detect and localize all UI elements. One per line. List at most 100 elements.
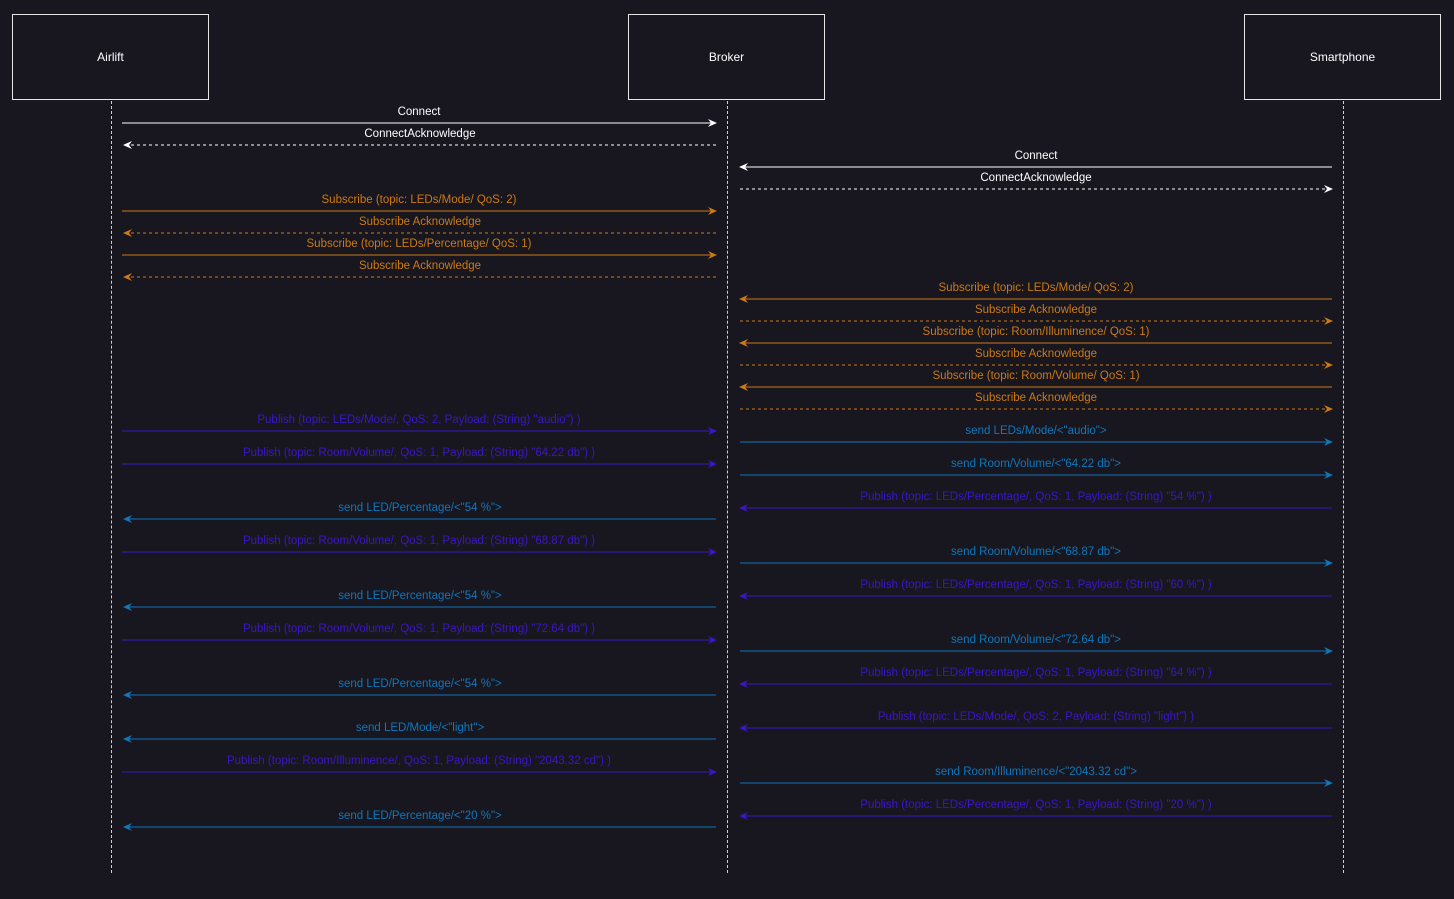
arrowhead-icon (739, 724, 748, 732)
message-label: Subscribe (topic: LEDs/Mode/ QoS: 2) (322, 194, 517, 206)
message-label: send LED/Mode/<"light"> (356, 722, 485, 734)
message-label: Publish (topic: LEDs/Mode/, QoS: 2, Payl… (257, 414, 580, 426)
arrowhead-icon (739, 295, 748, 303)
message-label: send LED/Percentage/<"54 %"> (338, 678, 502, 690)
message-label: Publish (topic: LEDs/Percentage/, QoS: 1… (860, 799, 1212, 811)
message-label: Subscribe Acknowledge (975, 348, 1097, 360)
message-subscribe-6: Subscribe (topic: LEDs/Percentage/ QoS: … (122, 238, 717, 259)
arrowhead-icon (123, 515, 132, 523)
message-subscribe-12: Subscribe (topic: Room/Volume/ QoS: 1) (739, 370, 1332, 391)
message-label: send Room/Volume/<"64.22 db"> (951, 458, 1121, 470)
message-publish-14: Publish (topic: LEDs/Mode/, QoS: 2, Payl… (122, 414, 717, 435)
message-label: send Room/Volume/<"68.87 db"> (951, 546, 1121, 558)
message-label: send Room/Illuminence/<"2043.32 cd"> (935, 766, 1137, 778)
message-send-17: send Room/Volume/<"64.22 db"> (740, 458, 1333, 479)
lifeline-broker (727, 101, 728, 873)
participant-broker-label: Broker (708, 50, 745, 64)
message-publish-28: Publish (topic: LEDs/Mode/, QoS: 2, Payl… (739, 711, 1332, 732)
arrowhead-icon (123, 823, 132, 831)
message-label: Connect (1015, 150, 1059, 162)
arrowhead-icon (1324, 317, 1333, 325)
message-label: Subscribe Acknowledge (975, 304, 1097, 316)
arrowhead-icon (739, 339, 748, 347)
participant-airlift-label: Airlift (97, 50, 124, 64)
arrowhead-icon (1324, 559, 1333, 567)
arrowhead-icon (739, 504, 748, 512)
message-label: Subscribe Acknowledge (359, 216, 481, 228)
message-label: Publish (topic: LEDs/Percentage/, QoS: 1… (860, 667, 1212, 679)
message-send-21: send Room/Volume/<"68.87 db"> (740, 546, 1333, 567)
message-subscribe-11: Subscribe Acknowledge (740, 348, 1333, 369)
message-publish-18: Publish (topic: LEDs/Percentage/, QoS: 1… (739, 491, 1332, 512)
message-label: Subscribe (topic: Room/Illuminence/ QoS:… (923, 326, 1150, 338)
message-label: Publish (topic: Room/Volume/, QoS: 1, Pa… (243, 447, 595, 459)
arrowhead-icon (739, 163, 748, 171)
message-label: Subscribe Acknowledge (975, 392, 1097, 404)
arrowhead-icon (708, 207, 717, 215)
message-subscribe-4: Subscribe (topic: LEDs/Mode/ QoS: 2) (122, 194, 717, 215)
participant-smartphone: Smartphone (1244, 14, 1441, 100)
message-publish-26: Publish (topic: LEDs/Percentage/, QoS: 1… (739, 667, 1332, 688)
message-send-31: send Room/Illuminence/<"2043.32 cd"> (740, 766, 1333, 787)
lifeline-airlift (111, 101, 112, 873)
message-publish-16: Publish (topic: Room/Volume/, QoS: 1, Pa… (122, 447, 717, 468)
participant-broker: Broker (628, 14, 825, 100)
arrowhead-icon (739, 592, 748, 600)
participant-airlift: Airlift (12, 14, 209, 100)
message-subscribe-7: Subscribe Acknowledge (123, 260, 716, 281)
arrowhead-icon (1324, 438, 1333, 446)
participant-smartphone-label: Smartphone (1309, 50, 1376, 64)
arrowhead-icon (1324, 647, 1333, 655)
message-label: send LED/Percentage/<"54 %"> (338, 502, 502, 514)
message-send-15: send LEDs/Mode/<"audio"> (740, 425, 1333, 446)
message-label: ConnectAcknowledge (364, 128, 475, 140)
arrowhead-icon (708, 427, 717, 435)
message-publish-32: Publish (topic: LEDs/Percentage/, QoS: 1… (739, 799, 1332, 820)
message-send-27: send LED/Percentage/<"54 %"> (123, 678, 716, 699)
arrowhead-icon (708, 251, 717, 259)
message-subscribe-8: Subscribe (topic: LEDs/Mode/ QoS: 2) (739, 282, 1332, 303)
message-connect-3: ConnectAcknowledge (740, 172, 1333, 193)
message-label: Subscribe (topic: LEDs/Mode/ QoS: 2) (939, 282, 1134, 294)
message-label: Connect (398, 106, 442, 118)
arrowhead-icon (1324, 361, 1333, 369)
message-label: Publish (topic: Room/Illuminence/, QoS: … (227, 755, 611, 767)
arrowhead-icon (708, 460, 717, 468)
arrowhead-icon (1324, 185, 1333, 193)
message-label: ConnectAcknowledge (980, 172, 1091, 184)
message-send-29: send LED/Mode/<"light"> (123, 722, 716, 743)
message-connect-0: Connect (122, 106, 717, 127)
arrowhead-icon (123, 603, 132, 611)
message-publish-24: Publish (topic: Room/Volume/, QoS: 1, Pa… (122, 623, 717, 644)
message-label: Subscribe Acknowledge (359, 260, 481, 272)
arrowhead-icon (739, 680, 748, 688)
arrowhead-icon (708, 548, 717, 556)
message-label: Publish (topic: LEDs/Mode/, QoS: 2, Payl… (878, 711, 1194, 723)
message-label: send LED/Percentage/<"20 %"> (338, 810, 502, 822)
message-connect-1: ConnectAcknowledge (123, 128, 716, 149)
arrowhead-icon (1324, 779, 1333, 787)
message-connect-2: Connect (739, 150, 1332, 171)
arrowhead-icon (708, 768, 717, 776)
message-label: Publish (topic: LEDs/Percentage/, QoS: 1… (860, 491, 1212, 503)
arrowhead-icon (123, 141, 132, 149)
message-publish-22: Publish (topic: LEDs/Percentage/, QoS: 1… (739, 579, 1332, 600)
message-send-25: send Room/Volume/<"72.64 db"> (740, 634, 1333, 655)
message-label: send LEDs/Mode/<"audio"> (965, 425, 1106, 437)
arrowhead-icon (708, 119, 717, 127)
message-label: Publish (topic: Room/Volume/, QoS: 1, Pa… (243, 535, 595, 547)
message-publish-20: Publish (topic: Room/Volume/, QoS: 1, Pa… (122, 535, 717, 556)
message-label: send LED/Percentage/<"54 %"> (338, 590, 502, 602)
message-publish-30: Publish (topic: Room/Illuminence/, QoS: … (122, 755, 717, 776)
message-subscribe-5: Subscribe Acknowledge (123, 216, 716, 237)
lifeline-smartphone (1343, 101, 1344, 873)
arrowhead-icon (739, 812, 748, 820)
arrowhead-icon (123, 273, 132, 281)
message-label: Publish (topic: LEDs/Percentage/, QoS: 1… (860, 579, 1212, 591)
message-subscribe-10: Subscribe (topic: Room/Illuminence/ QoS:… (739, 326, 1332, 347)
arrowhead-icon (1324, 471, 1333, 479)
message-send-33: send LED/Percentage/<"20 %"> (123, 810, 716, 831)
message-label: Subscribe (topic: LEDs/Percentage/ QoS: … (307, 238, 532, 250)
arrowhead-icon (739, 383, 748, 391)
